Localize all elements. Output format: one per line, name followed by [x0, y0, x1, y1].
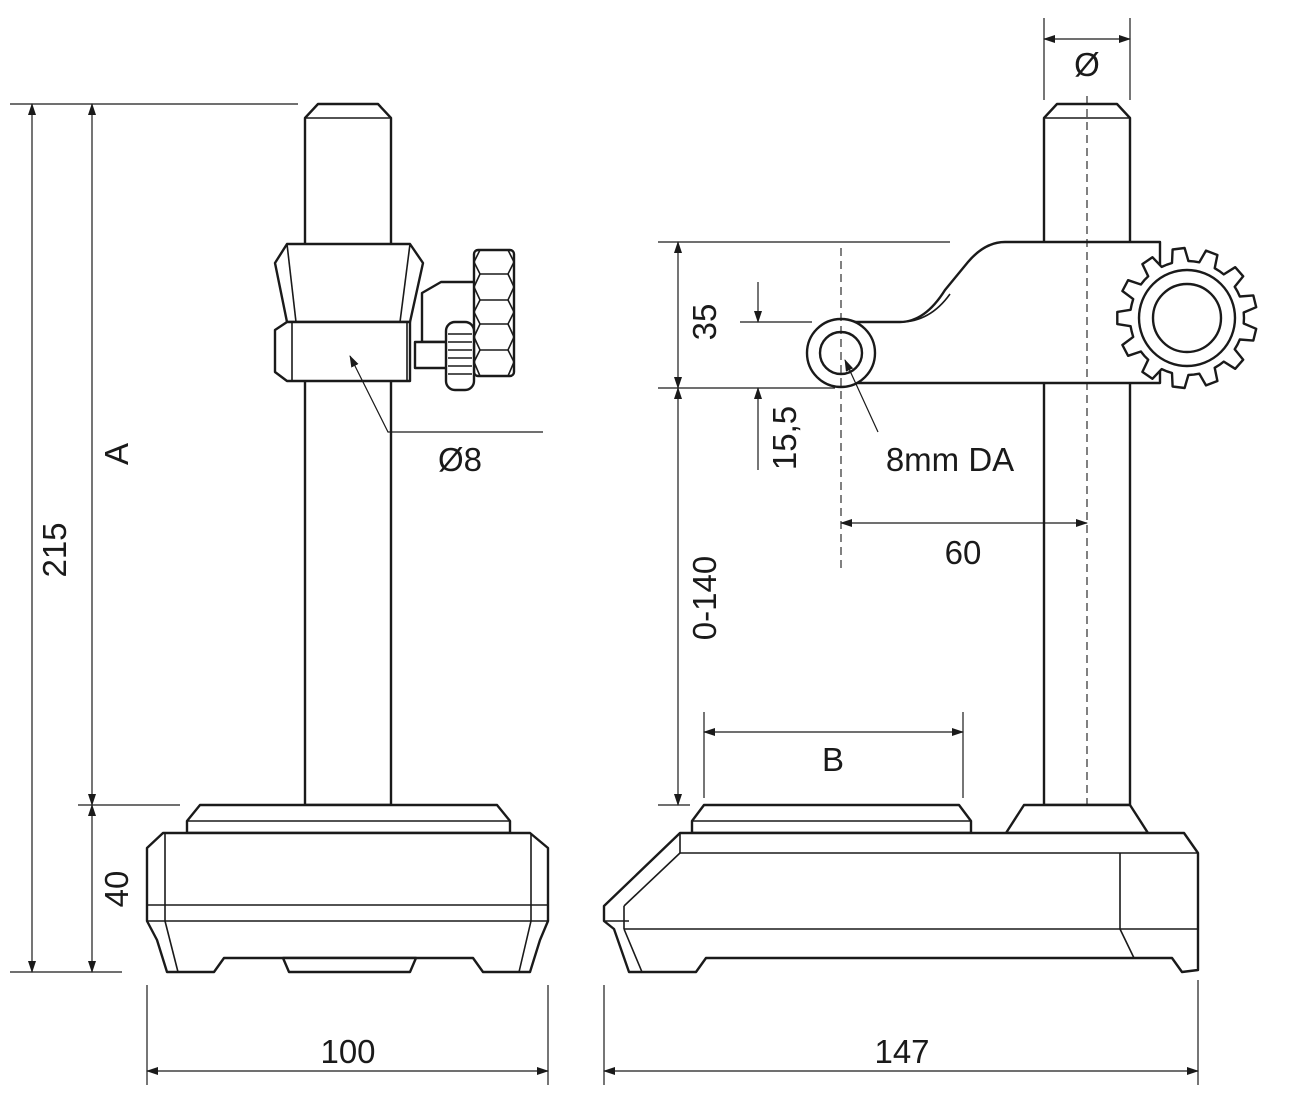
label-35: 35	[686, 304, 723, 341]
leader-clamp-bore	[349, 355, 543, 433]
label-60: 60	[945, 534, 982, 571]
front-clamp-block	[273, 242, 425, 383]
label-indicator-hole: 8mm DA	[886, 441, 1014, 478]
label-column-diameter: Ø	[1074, 46, 1100, 83]
front-clamp-screw	[413, 248, 516, 392]
label-40: 40	[98, 871, 135, 908]
label-clamp-bore: Ø8	[438, 441, 482, 478]
side-view	[602, 96, 1258, 974]
side-column-socket	[1004, 803, 1150, 835]
side-arm	[839, 240, 1162, 385]
label-a: A	[98, 443, 135, 465]
front-table-plate	[185, 803, 512, 835]
label-15-5: 15,5	[766, 406, 803, 470]
side-knob	[1116, 246, 1258, 390]
label-0-140: 0-140	[686, 556, 723, 640]
label-215: 215	[36, 522, 73, 577]
side-table-plate	[690, 803, 973, 835]
label-b: B	[822, 741, 844, 778]
side-base	[602, 831, 1200, 974]
label-100: 100	[320, 1033, 375, 1070]
front-base	[145, 831, 550, 974]
label-147: 147	[874, 1033, 929, 1070]
leader-indicator-hole	[844, 359, 879, 433]
front-view	[145, 102, 550, 974]
side-dimensions: Ø 35 15,5 0-140 8mm DA 60 B 147	[603, 18, 1199, 1085]
front-column	[303, 102, 393, 807]
front-dimensions: 215 A 40 100 Ø8	[10, 103, 549, 1085]
